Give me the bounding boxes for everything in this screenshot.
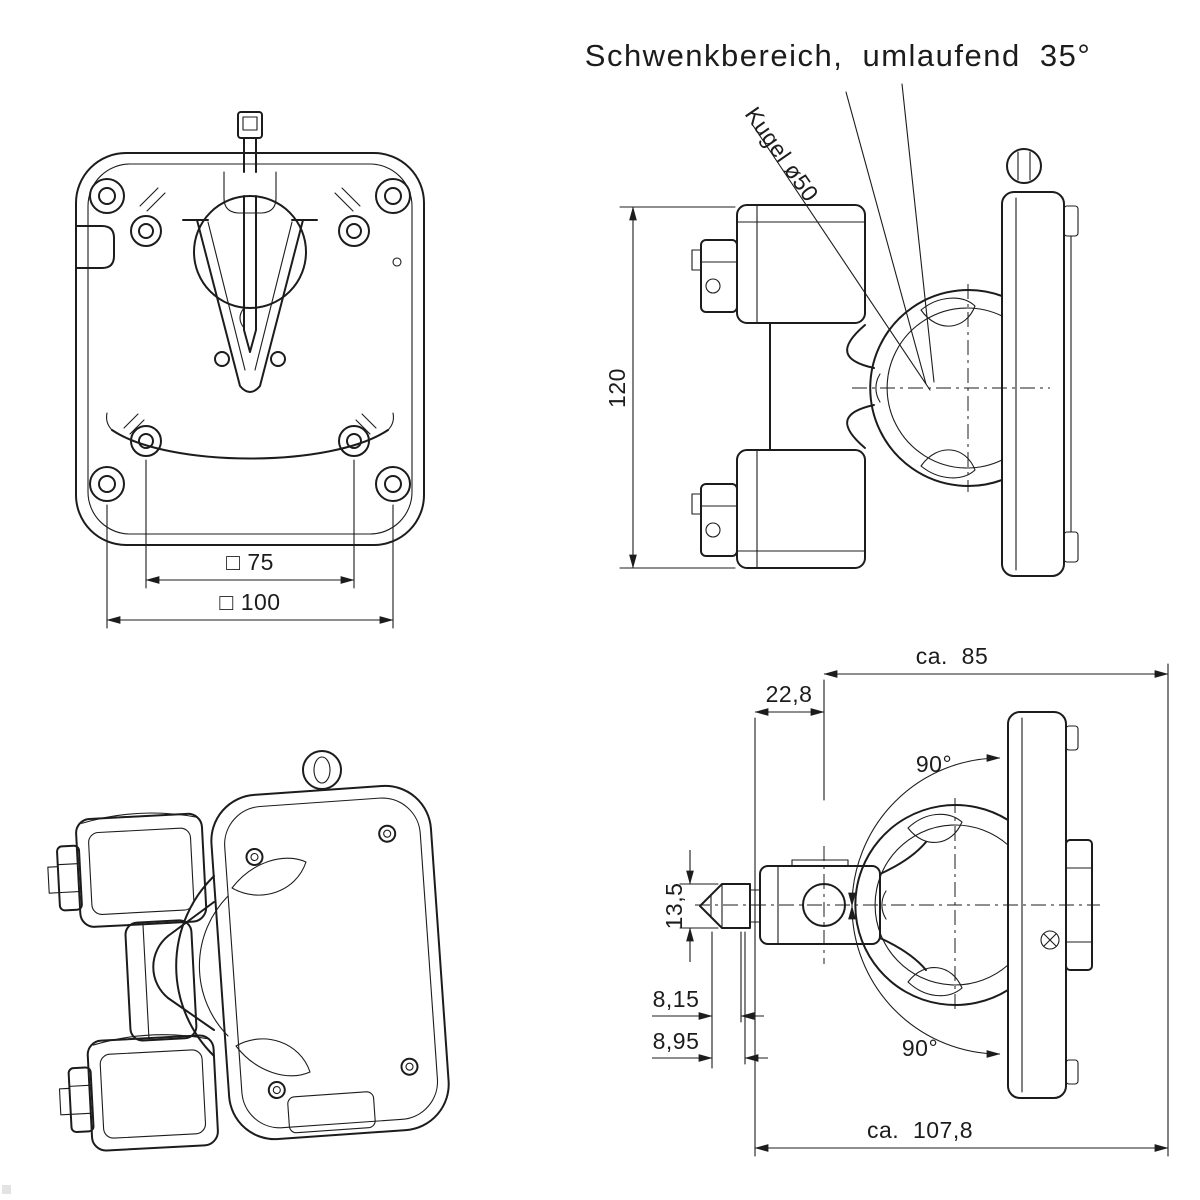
detail-view: ca. 85 22,8 90° 90° 13,5 8,15	[652, 643, 1169, 1157]
iso-ball-disc	[152, 857, 311, 1077]
depth-total-dim-label: ca. 107,8	[867, 1117, 973, 1143]
gap2-dim-label: 8,95	[653, 1028, 700, 1054]
quick-release-mechanism	[182, 111, 318, 393]
ball-diameter-label: Kugel ø50	[740, 102, 824, 206]
swivel-range-title: Schwenkbereich, umlaufend 35°	[585, 38, 1091, 73]
iso-clamps	[47, 812, 219, 1152]
angle-down-label: 90°	[902, 1035, 938, 1061]
iso-view	[47, 750, 450, 1152]
vesa-100-dim-label: □ 100	[219, 589, 280, 615]
depth-ball-dim-label: ca. 85	[916, 643, 989, 669]
dimension-vesa-100: □ 100	[106, 504, 394, 629]
angle-up-arc: 90°	[848, 751, 1001, 907]
gap1-dim-label: 8,15	[653, 986, 700, 1012]
iso-ring	[302, 750, 342, 790]
mounting-holes	[89, 178, 411, 502]
vesa-75-dim-label: □ 75	[226, 549, 274, 575]
clamp-assembly-side	[691, 204, 875, 569]
dimension-vesa-75: □ 75	[145, 459, 355, 589]
ball-joint-side	[852, 284, 1050, 492]
front-view: □ 75 □ 100	[75, 111, 425, 629]
height-dim-label: 120	[604, 368, 630, 408]
dimension-13-5: 13,5	[661, 850, 719, 962]
dimension-ca-85: ca. 85	[823, 643, 1169, 1157]
dimension-height-120: 120	[604, 206, 736, 569]
offset-dim-label: 22,8	[766, 681, 813, 707]
watermark-artifact	[2, 1185, 11, 1194]
angle-down-arc: 90°	[848, 905, 1001, 1061]
vesa-plate-detail	[1007, 711, 1093, 1099]
swivel-range-leaders	[751, 83, 935, 391]
vesa-plate-side	[1001, 148, 1079, 577]
dimension-8-15: 8,15	[652, 931, 764, 1069]
lever-dim-label: 13,5	[661, 883, 687, 930]
angle-up-label: 90°	[916, 751, 952, 777]
iso-plate	[210, 784, 450, 1141]
ball-joint-detail	[695, 798, 1100, 1012]
side-view: Schwenkbereich, umlaufend 35° Kugel ø50 …	[585, 38, 1091, 577]
dimension-ca-107-8: ca. 107,8	[754, 1117, 1169, 1152]
dimension-22-8: 22,8	[754, 681, 825, 1157]
dimension-8-95: 8,95	[652, 931, 768, 1065]
